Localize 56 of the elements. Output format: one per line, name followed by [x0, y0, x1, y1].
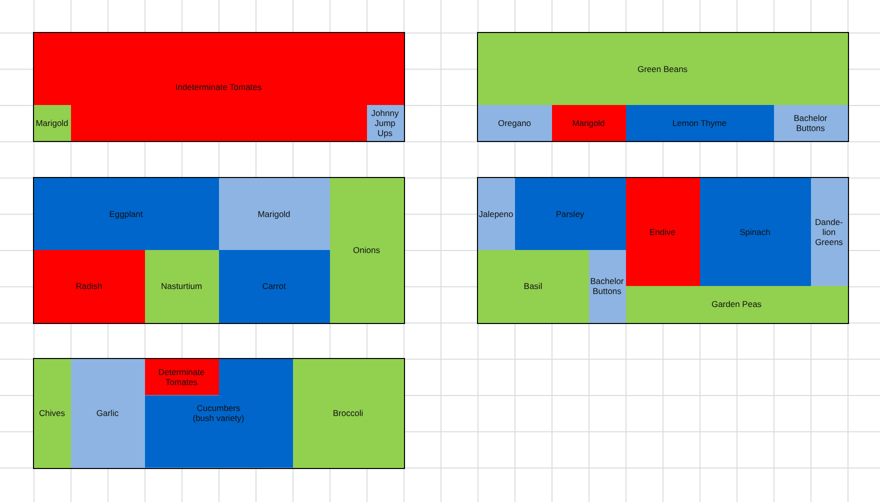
planting-area: [478, 105, 552, 142]
plant-name: Marigold: [258, 208, 290, 219]
planting-area: [552, 105, 626, 142]
planting-area: [218, 250, 330, 322]
plant-name: Marigold: [36, 118, 68, 128]
plant-name: Onions: [353, 244, 380, 256]
planting-area: [34, 178, 218, 250]
planting-area: [70, 358, 144, 468]
garden-bed: [476, 32, 848, 142]
planting-area: [330, 178, 404, 322]
planting-area: [144, 250, 218, 322]
planting-area: [626, 105, 774, 142]
planting-area: [218, 178, 330, 250]
garden-bed: [32, 176, 404, 324]
planting-area: [514, 178, 626, 250]
planting-area: [700, 178, 810, 286]
plant-name: Garden Peas: [711, 299, 762, 310]
planting-area: [810, 178, 848, 286]
plant-name: Jalepeno: [478, 208, 514, 219]
planting-area: [34, 250, 144, 322]
plant-name: Parsley: [556, 208, 584, 219]
planting-area: [34, 358, 70, 468]
planting-area: [626, 286, 848, 322]
plant-name: Basil: [524, 281, 542, 292]
plant-name: Bachelor Buttons: [792, 112, 828, 134]
plant-name: Dande- lion Greens: [814, 216, 844, 248]
plant-name: Determinate Tomates: [157, 366, 206, 388]
garden-bed: [32, 358, 404, 468]
planting-area: [774, 105, 848, 142]
plant-name: Cucumbers (bush variety): [192, 402, 246, 424]
plant-name: Lemon Thyme: [672, 118, 727, 128]
plant-name: Marigold: [572, 118, 605, 128]
plant-name: Indeterminate Tomates: [175, 82, 262, 92]
planting-area: [292, 358, 404, 468]
plant-name: Chives: [39, 408, 65, 418]
plant-name: Garlic: [96, 408, 119, 418]
plant-name: Green Beans: [637, 64, 688, 74]
plant-name: Broccoli: [332, 408, 364, 418]
plant-name: Radish: [76, 281, 102, 292]
plant-name: Spinach: [740, 226, 770, 237]
planting-area: [144, 358, 218, 395]
plant-name: Oregano: [498, 118, 532, 128]
plant-name: Endive: [650, 226, 676, 237]
planting-area: [626, 178, 700, 286]
plant-name: Nasturtium: [160, 281, 202, 292]
planting-area: [478, 32, 848, 105]
plant-name: Johnny Jump Ups: [370, 108, 400, 138]
planting-area: [478, 250, 588, 322]
planting-area: [144, 358, 292, 468]
planting-area: [34, 105, 70, 142]
plant-name: Eggplant: [109, 208, 143, 219]
garden-bed: [476, 176, 848, 324]
planting-area: [588, 250, 626, 322]
plant-name: Bachelor Buttons: [590, 276, 624, 296]
plant-name: Carrot: [262, 281, 286, 292]
planting-area: [478, 178, 514, 250]
